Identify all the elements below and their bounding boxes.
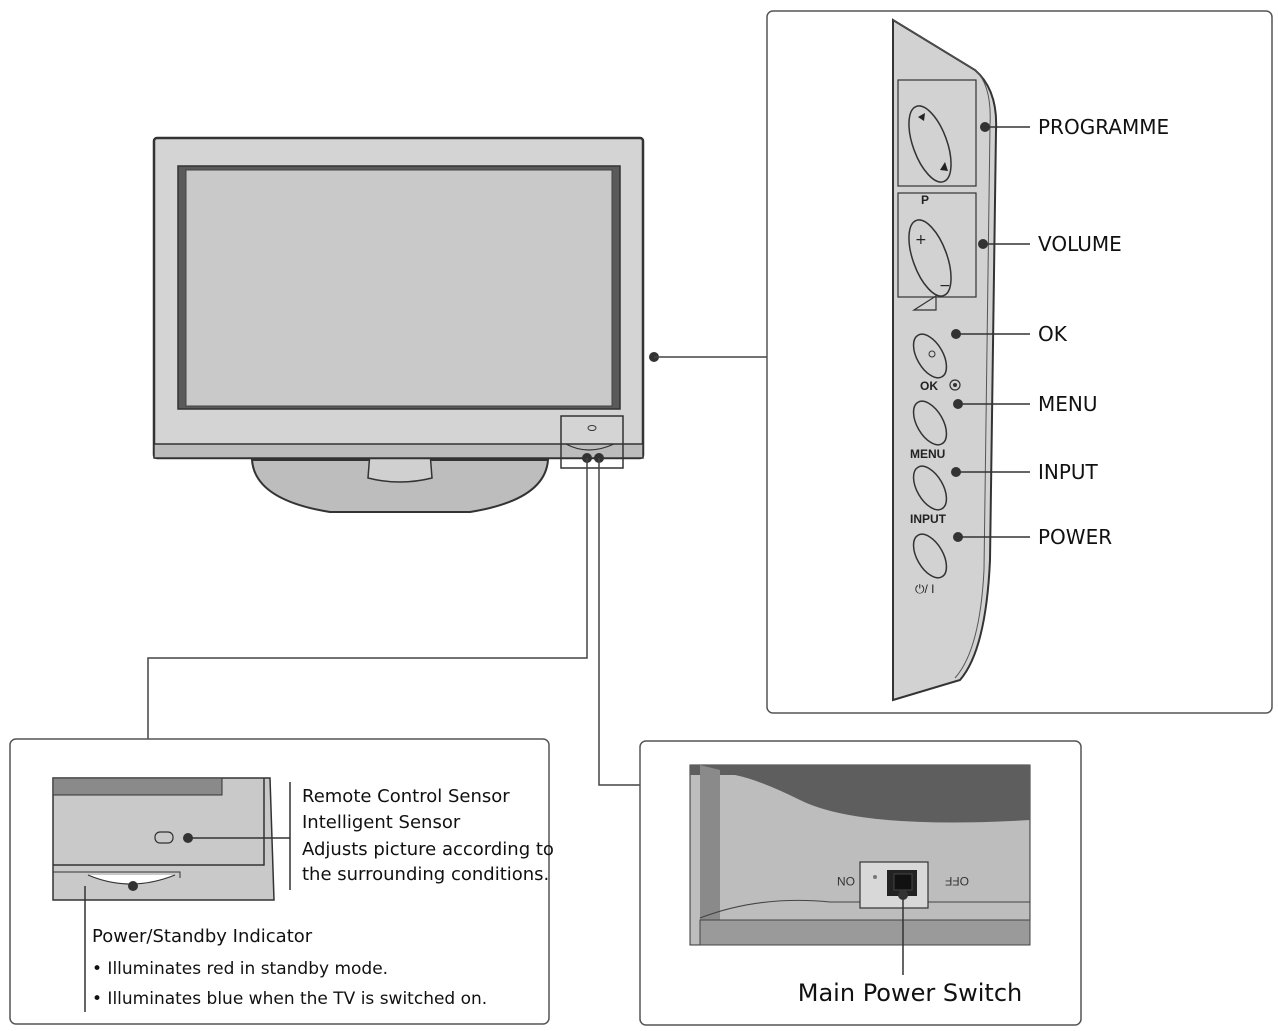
sensor-desc-1: Adjusts picture according to	[302, 839, 554, 860]
sensor-illustration	[52, 777, 291, 1012]
programme-down-arrow-icon	[940, 162, 948, 171]
programme-rocker	[908, 105, 952, 183]
programme-p-text: P	[921, 193, 929, 207]
menu-button[interactable]	[907, 396, 954, 451]
switch-off-text: OFF	[945, 874, 969, 888]
programme-box	[897, 79, 977, 187]
sensor-panel-line	[53, 778, 265, 866]
label-programme: PROGRAMME	[1038, 115, 1169, 139]
volume-minus-icon: −	[939, 278, 951, 294]
switch-panel-dark-top	[690, 765, 1030, 823]
connector-lines	[147, 356, 767, 786]
indicator-bullet-2: • Illuminates blue when the TV is switch…	[92, 989, 487, 1009]
switch-led	[873, 875, 877, 879]
label-ok: OK	[1038, 322, 1068, 346]
ok-circle-inner-icon	[953, 383, 957, 387]
sensor-title-1: Remote Control Sensor	[302, 786, 510, 807]
side-panel-callouts: PROGRAMME VOLUME OK MENU INPUT POWER	[951, 115, 1169, 549]
tv-bottom-bezel	[153, 443, 644, 459]
sensor-window	[154, 831, 174, 844]
switch-panel-left-edge	[700, 765, 720, 920]
volume-icon	[911, 294, 937, 311]
switch-rocker	[893, 873, 913, 891]
programme-up-arrow-icon	[918, 113, 925, 121]
ok-circle-icon	[949, 379, 961, 391]
volume-box	[897, 192, 977, 298]
tv-illustration	[152, 136, 659, 513]
sensor-desc-2: the surrounding conditions.	[302, 864, 549, 885]
volume-plus-icon: +	[915, 232, 927, 248]
power-button[interactable]	[907, 529, 954, 584]
label-menu: MENU	[1038, 392, 1098, 416]
input-button[interactable]	[907, 461, 954, 516]
input-button-text: INPUT	[910, 512, 947, 526]
sensor-title-2: Intelligent Sensor	[302, 812, 461, 833]
tv-indicator-curve	[565, 443, 615, 451]
main-power-switch-caption: Main Power Switch	[798, 979, 1022, 1007]
switch-illustration	[689, 764, 1031, 975]
tv-stand	[250, 459, 550, 513]
tv-sensor-window	[587, 425, 597, 431]
indicator-callout-dot	[128, 881, 138, 891]
switch-panel-bottom	[699, 919, 1031, 946]
label-power: POWER	[1038, 525, 1112, 549]
sensor-highlight-box	[560, 415, 624, 469]
sensor-screen-edge	[52, 777, 223, 796]
switch-panel-curve	[699, 899, 1030, 919]
indicator-bullet-1: • Illuminates red in standby mode.	[92, 959, 388, 979]
label-input: INPUT	[1038, 460, 1099, 484]
ok-dot-icon	[928, 350, 936, 358]
sensor-bottom-trim	[53, 871, 181, 878]
sensor-bezel	[52, 777, 275, 901]
power-button-text: ⏻/ I	[915, 582, 935, 596]
sensor-connector	[147, 458, 588, 739]
side-panel-edge	[892, 19, 991, 679]
switch-connector	[598, 458, 640, 786]
label-volume: VOLUME	[1038, 232, 1122, 256]
side-panel-box	[766, 10, 1273, 714]
tv-stand-neck	[367, 451, 433, 483]
volume-rocker	[908, 219, 952, 297]
ok-button-text: OK	[920, 379, 938, 393]
switch-on-text: ON	[837, 874, 855, 888]
tv-screen	[185, 169, 613, 407]
indicator-title: Power/Standby Indicator	[92, 926, 313, 947]
menu-button-text: MENU	[910, 447, 945, 461]
side-panel-illustration: P + − OK MENU INPUT ⏻/ I	[892, 18, 998, 702]
